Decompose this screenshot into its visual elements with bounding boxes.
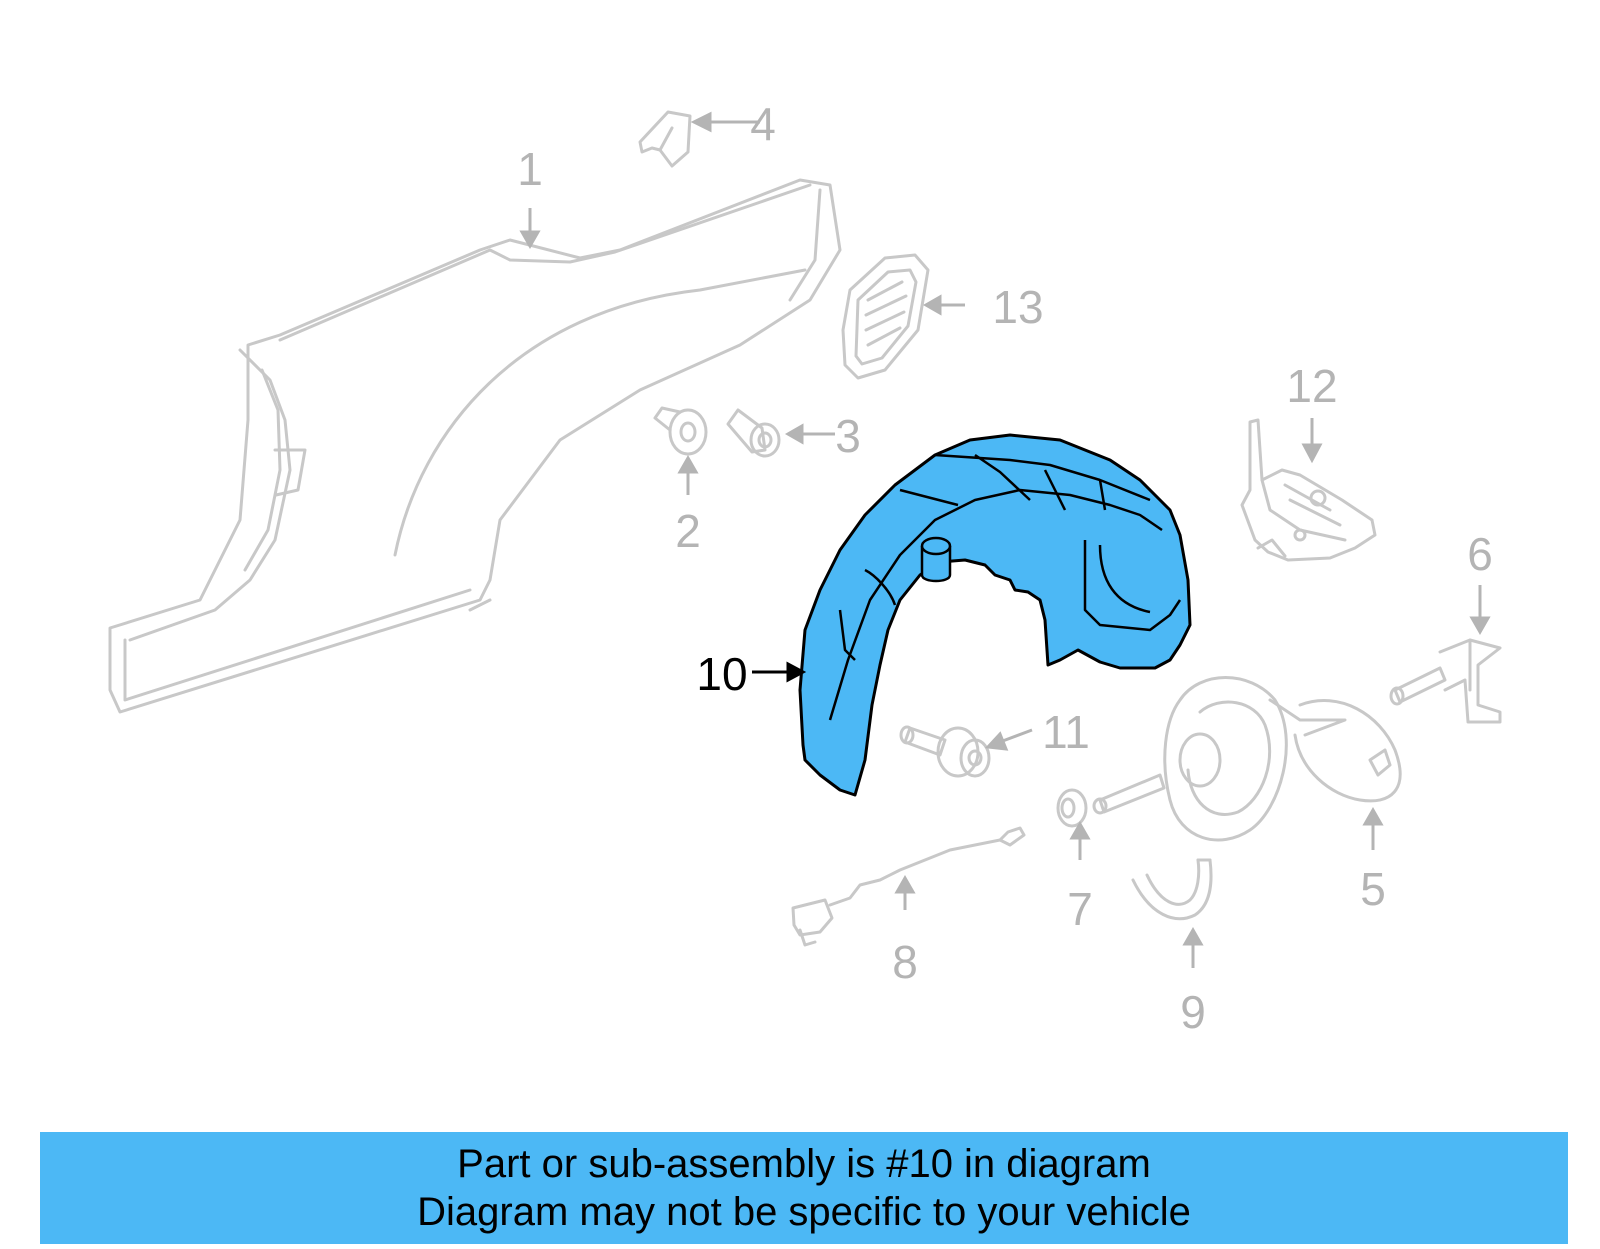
part-11-bolt — [899, 725, 991, 778]
part-10-wheel-liner-highlighted — [798, 433, 1192, 797]
callout-label-2: 2 — [675, 505, 701, 557]
part-6-bracket — [1389, 638, 1502, 724]
banner-line-part-number: Part or sub-assembly is #10 in diagram — [457, 1142, 1151, 1186]
banner-line-disclaimer: Diagram may not be specific to your vehi… — [417, 1190, 1191, 1234]
part-4-clip — [638, 110, 692, 168]
part-7-grommet — [1056, 788, 1088, 828]
faded-leader-lines — [519, 111, 1491, 968]
part-12-hinge — [1240, 418, 1377, 562]
part-5-fuel-door — [1092, 676, 1402, 842]
callout-label-9: 9 — [1180, 986, 1206, 1038]
callout-labels: 1 2 3 4 5 6 7 8 9 10 11 12 13 — [517, 98, 1493, 1038]
info-banner: Part or sub-assembly is #10 in diagram D… — [40, 1132, 1568, 1244]
callout-label-5: 5 — [1360, 863, 1386, 915]
part-13-vent — [841, 253, 930, 380]
parts-diagram: 1 2 3 4 5 6 7 8 9 10 11 12 13 — [108, 98, 1502, 1038]
callout-label-13: 13 — [992, 281, 1043, 333]
callout-label-12: 12 — [1286, 360, 1337, 412]
callout-label-11: 11 — [1042, 706, 1090, 758]
callout-label-3: 3 — [835, 410, 861, 462]
part-1-quarter-panel — [108, 178, 842, 714]
part-3-clip — [726, 408, 781, 458]
part-9-hose — [1131, 858, 1213, 921]
part-2-grommet — [653, 406, 708, 456]
callout-10-leader — [752, 661, 807, 683]
callout-label-7: 7 — [1067, 883, 1093, 935]
callout-label-8: 8 — [892, 936, 918, 988]
part-8-wire-harness — [791, 826, 1026, 947]
callout-label-10: 10 — [696, 648, 747, 700]
callout-label-4: 4 — [750, 98, 776, 150]
callout-label-6: 6 — [1467, 528, 1493, 580]
callout-label-1: 1 — [517, 143, 543, 195]
